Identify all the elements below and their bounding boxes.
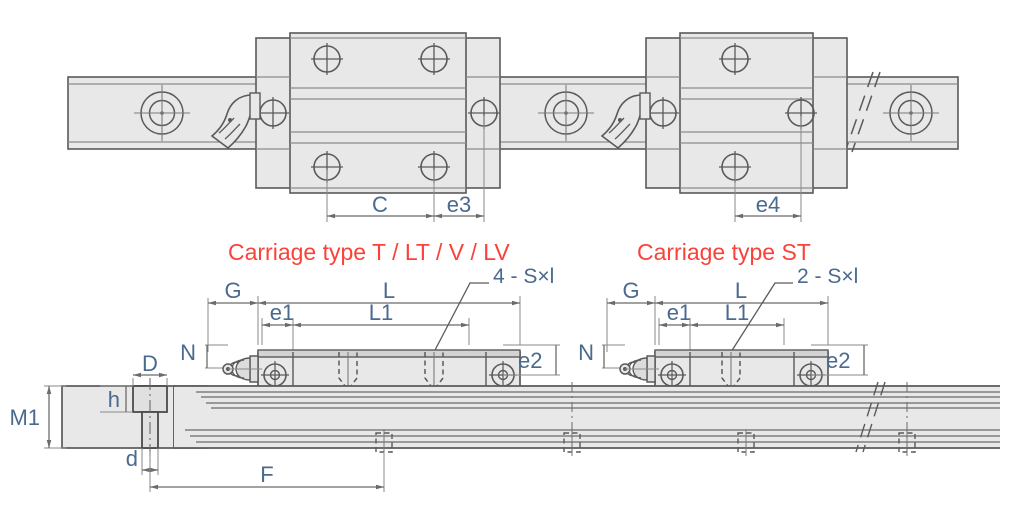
dim-e2-2-group: e2 [811,344,868,376]
dim-L-label: L [383,278,395,303]
dim-d-label: d [126,446,138,471]
rail-front-section-group: M1 D h d F [9,351,1000,492]
dim-N-group: N [180,340,228,369]
dim-L-2-group: L [654,278,829,345]
centerline-icon [571,382,908,452]
hole-callout-left-group: 4 - S×l [433,265,554,353]
dim-L1-label: L1 [369,300,393,325]
dim-F-group: F [149,452,385,492]
rail-mounting-hole-icon [538,85,594,141]
dim-e4-group: e4 [735,192,801,219]
dim-N-label: N [180,340,196,365]
top-view-group: C e3 e4 [67,32,959,222]
dim-e2-label: e2 [518,348,542,373]
grease-nipple-icon [619,355,659,383]
grease-nipple-icon [210,92,261,150]
break-line-icon [855,381,886,453]
dim-e2-2-label: e2 [826,348,850,373]
carriage-mounting-hole-icon [311,43,343,75]
dim-e3-label: e3 [447,192,471,217]
dim-L-2-label: L [735,278,747,303]
dim-M1-group: M1 [9,385,66,449]
grease-nipple-icon [222,355,262,383]
rail-mounting-hole-icon [883,85,939,141]
dim-e4-label: e4 [756,192,780,217]
dim-F-label: F [260,462,273,487]
dim-D-group: D [132,351,168,386]
dim-G-2-group: G [606,278,656,352]
hole-callout-right-group: 2 - S×l [730,265,858,353]
carriage-type-left-heading: Carriage type T / LT / V / LV [228,239,510,265]
dim-L1-group: L1 [292,300,470,345]
carriage-mounting-hole-icon [719,43,751,75]
tapped-hole-hidden-icon [737,429,755,456]
dim-e2-group: e2 [503,344,560,376]
dim-L1-2-label: L1 [725,300,749,325]
dim-G-label: G [224,278,241,303]
dim-N-2-label: N [578,340,594,365]
dim-e3-group: e3 [434,192,484,219]
dim-L1-2-group: L1 [689,300,785,345]
break-line-icon [844,71,881,153]
hole-callout-left-label: 4 - S×l [493,265,554,288]
carriage-mounting-hole-icon [418,43,450,75]
dim-N-2-group: N [578,340,625,369]
dim-h-label: h [108,387,120,412]
carriage-type-right-heading: Carriage type ST [637,239,811,265]
dim-e1-label: e1 [270,300,294,325]
grease-nipple-icon [600,92,651,150]
dim-G-2-label: G [622,278,639,303]
rail-mounting-hole-icon [134,85,190,141]
dim-e1-group: e1 [261,300,294,372]
dim-C-label: C [372,192,388,217]
dim-M1-label: M1 [9,405,40,430]
dim-e1-2-label: e1 [667,300,691,325]
hole-callout-right-label: 2 - S×l [797,265,858,288]
dim-d-group: d [126,446,159,475]
top-view-witness-lines [326,116,802,222]
dim-L-group: L [257,278,521,345]
dim-C-group: C [327,192,434,219]
carriage-plan-left [255,32,501,194]
dim-h-group: h [100,385,133,413]
dim-D-label: D [142,351,158,376]
dim-G-group: G [207,278,259,352]
